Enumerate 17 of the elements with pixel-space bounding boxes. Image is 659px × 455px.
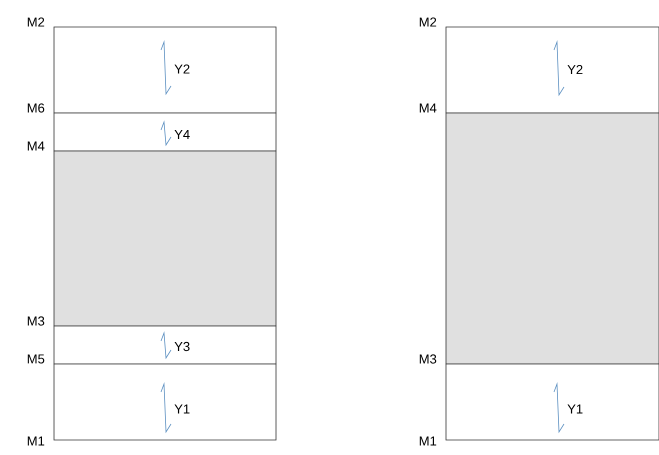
level-label: M3 — [28, 316, 44, 326]
level-label: M5 — [28, 354, 44, 364]
level-label: M4 — [28, 142, 44, 150]
level-label: M1 — [420, 436, 436, 446]
band: Y1 — [54, 364, 276, 440]
level-label: M3 — [420, 354, 436, 364]
shaded-band — [54, 150, 276, 326]
level-label: M2 — [420, 17, 436, 27]
band: Y3 — [54, 326, 276, 364]
band: Y4 — [54, 112, 276, 152]
level-label: M2 — [28, 17, 44, 27]
level-label: M1 — [28, 436, 44, 446]
level-label: M6 — [28, 103, 44, 113]
level-label: M4 — [420, 104, 436, 112]
shaded-band — [446, 112, 659, 364]
band: Y1 — [446, 364, 659, 440]
band: Y2 — [446, 26, 659, 114]
